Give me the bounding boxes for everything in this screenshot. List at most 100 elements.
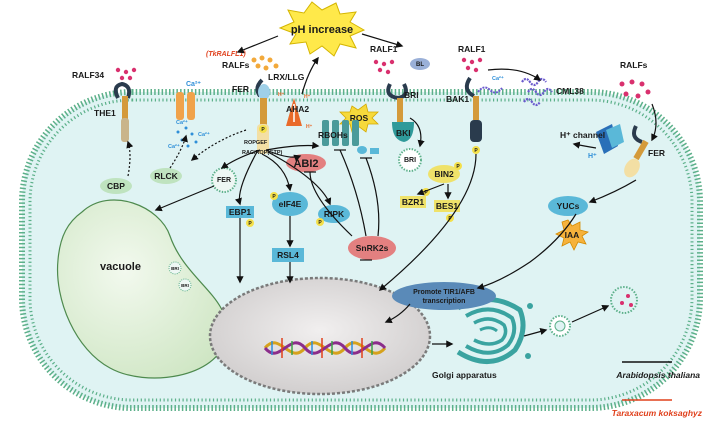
snrk2s-label: SnRK2s [356, 243, 389, 253]
ralf1-right-peptides [461, 57, 483, 73]
ca-label-in-3: Ca²⁺ [168, 143, 180, 150]
ralf1-right-label: RALF1 [458, 44, 486, 54]
cbp-label: CBP [107, 181, 125, 191]
bak1-receptor [464, 76, 482, 142]
ralf34-peptides [115, 67, 137, 81]
bin2-label: BIN2 [434, 169, 454, 179]
ripk-node [318, 205, 350, 223]
ca-label-cml: Ca²⁺ [492, 75, 504, 82]
eif4e-label: eIF4E [279, 199, 302, 209]
fer-left-label: FER [232, 84, 249, 94]
ca-label-top: Ca²⁺ [186, 81, 201, 88]
yucs-label: YUCs [557, 201, 580, 211]
rlck-label: RLCK [154, 171, 178, 181]
p-label-bin2: P [456, 164, 460, 170]
h-plus-label-3: H⁺ [306, 124, 313, 130]
nucleus [208, 276, 432, 396]
p-label-bzr1: P [424, 190, 428, 196]
bri-vacuole-label-2: BRI [181, 283, 189, 288]
tkralfl1-label: (TkRALFL1) [206, 51, 246, 58]
h-channel [596, 124, 624, 154]
legend-arabidopsis: Arabidopsis thaliana [615, 361, 700, 380]
vacuole-label: vacuole [100, 261, 141, 273]
ropgef-label: ROPGEF [244, 140, 268, 146]
bri-receptor [386, 83, 414, 142]
ralfs-left-label: RALFs [222, 60, 250, 70]
bri-vesicle [398, 148, 422, 172]
golgi-label: Golgi apparatus [432, 370, 497, 380]
legend-label-taraxacum: Taraxacum koksaghyz [612, 408, 703, 418]
bri-membrane-label: BRI [404, 90, 419, 100]
ebp1-label: EBP1 [229, 207, 251, 217]
the1-receptor [113, 81, 132, 142]
rbohs-domain-1 [357, 146, 367, 154]
dna-helix [263, 338, 387, 358]
rbohs-channel [322, 120, 359, 146]
vacuole [56, 199, 228, 379]
ralf1-center-label: RALF1 [370, 44, 398, 54]
bri-vesicle-label: BRI [404, 157, 416, 164]
ralf34-label: RALF34 [72, 70, 104, 80]
legend-taraxacum: Taraxacum koksaghyz [612, 399, 703, 418]
cml-membrane-link [477, 86, 503, 94]
ralfs-right-label: RALFs [620, 60, 648, 70]
rsl4-label: RSL4 [277, 250, 299, 260]
p-label-ebp1: P [248, 221, 252, 227]
fer-receptor-left [255, 78, 270, 154]
iaa-label: IAA [565, 230, 580, 240]
bes1-label: BES1 [436, 201, 458, 211]
rbohs-domain-2 [370, 148, 379, 154]
cml38-squiggle [521, 77, 553, 107]
rbohs-label: RBOHs [318, 130, 348, 140]
aha2-label: AHA2 [286, 104, 309, 114]
ralfs-left-peptides [251, 55, 279, 71]
bzr1-node [400, 196, 426, 208]
abi2-label: ABI2 [293, 158, 318, 170]
bes1-node [434, 200, 460, 212]
iaa-burst [555, 219, 589, 251]
ros-burst [339, 103, 379, 133]
bki-label: BKI [396, 128, 411, 138]
ca-ions-cytoplasm [176, 126, 198, 148]
ph-increase-burst [278, 1, 366, 57]
bri-vacuole-label-1: BRI [171, 266, 179, 271]
h-plus-label-2: H⁺ [304, 94, 311, 100]
h-plus-label-1: H⁺ [278, 92, 285, 98]
bin2-node [428, 165, 460, 183]
p-marker-bin2 [454, 162, 462, 170]
p-marker-fer [259, 125, 267, 133]
h-plus-inside: H⁺ [588, 153, 597, 160]
golgi-vesicle [549, 315, 571, 337]
rlck-node [150, 168, 182, 184]
ralf1-center-peptides [373, 59, 395, 75]
eif4e-node [272, 192, 308, 216]
p-marker-ebp1 [246, 219, 254, 227]
yucs-node [548, 196, 588, 216]
signal-arrows [126, 33, 658, 348]
ebp1-node [226, 206, 254, 218]
ca-label-in-2: Ca²⁺ [198, 131, 210, 138]
bak1-label: BAK1 [446, 94, 469, 104]
ca-label-in-1: Ca²⁺ [176, 119, 188, 126]
ripk-label: RIPK [324, 209, 345, 219]
legend-label-arabidopsis: Arabidopsis thaliana [615, 370, 700, 380]
lrx-llg-label: LRX/LLG [268, 72, 305, 82]
the1-label: THE1 [94, 108, 116, 118]
p-label-bak1: P [474, 148, 478, 154]
cell-membrane-inner [28, 98, 694, 402]
p-label-eif4e: P [272, 194, 276, 200]
ralfs-right-peptides [619, 79, 651, 99]
fer-receptor-right [624, 125, 649, 178]
bl-label: BL [416, 62, 424, 68]
bl-node [410, 58, 430, 70]
p-label-fer: P [261, 127, 265, 133]
p-marker-eif4e [270, 192, 278, 200]
ph-increase-label: pH increase [291, 24, 353, 36]
promote-label-line2: transcription [423, 298, 466, 305]
fer-vesicle-label: FER [217, 177, 231, 184]
fer-right-label: FER [648, 148, 665, 158]
bri-vacuole-vesicle-2: BRI [178, 278, 192, 292]
bzr1-label: BZR1 [402, 197, 424, 207]
